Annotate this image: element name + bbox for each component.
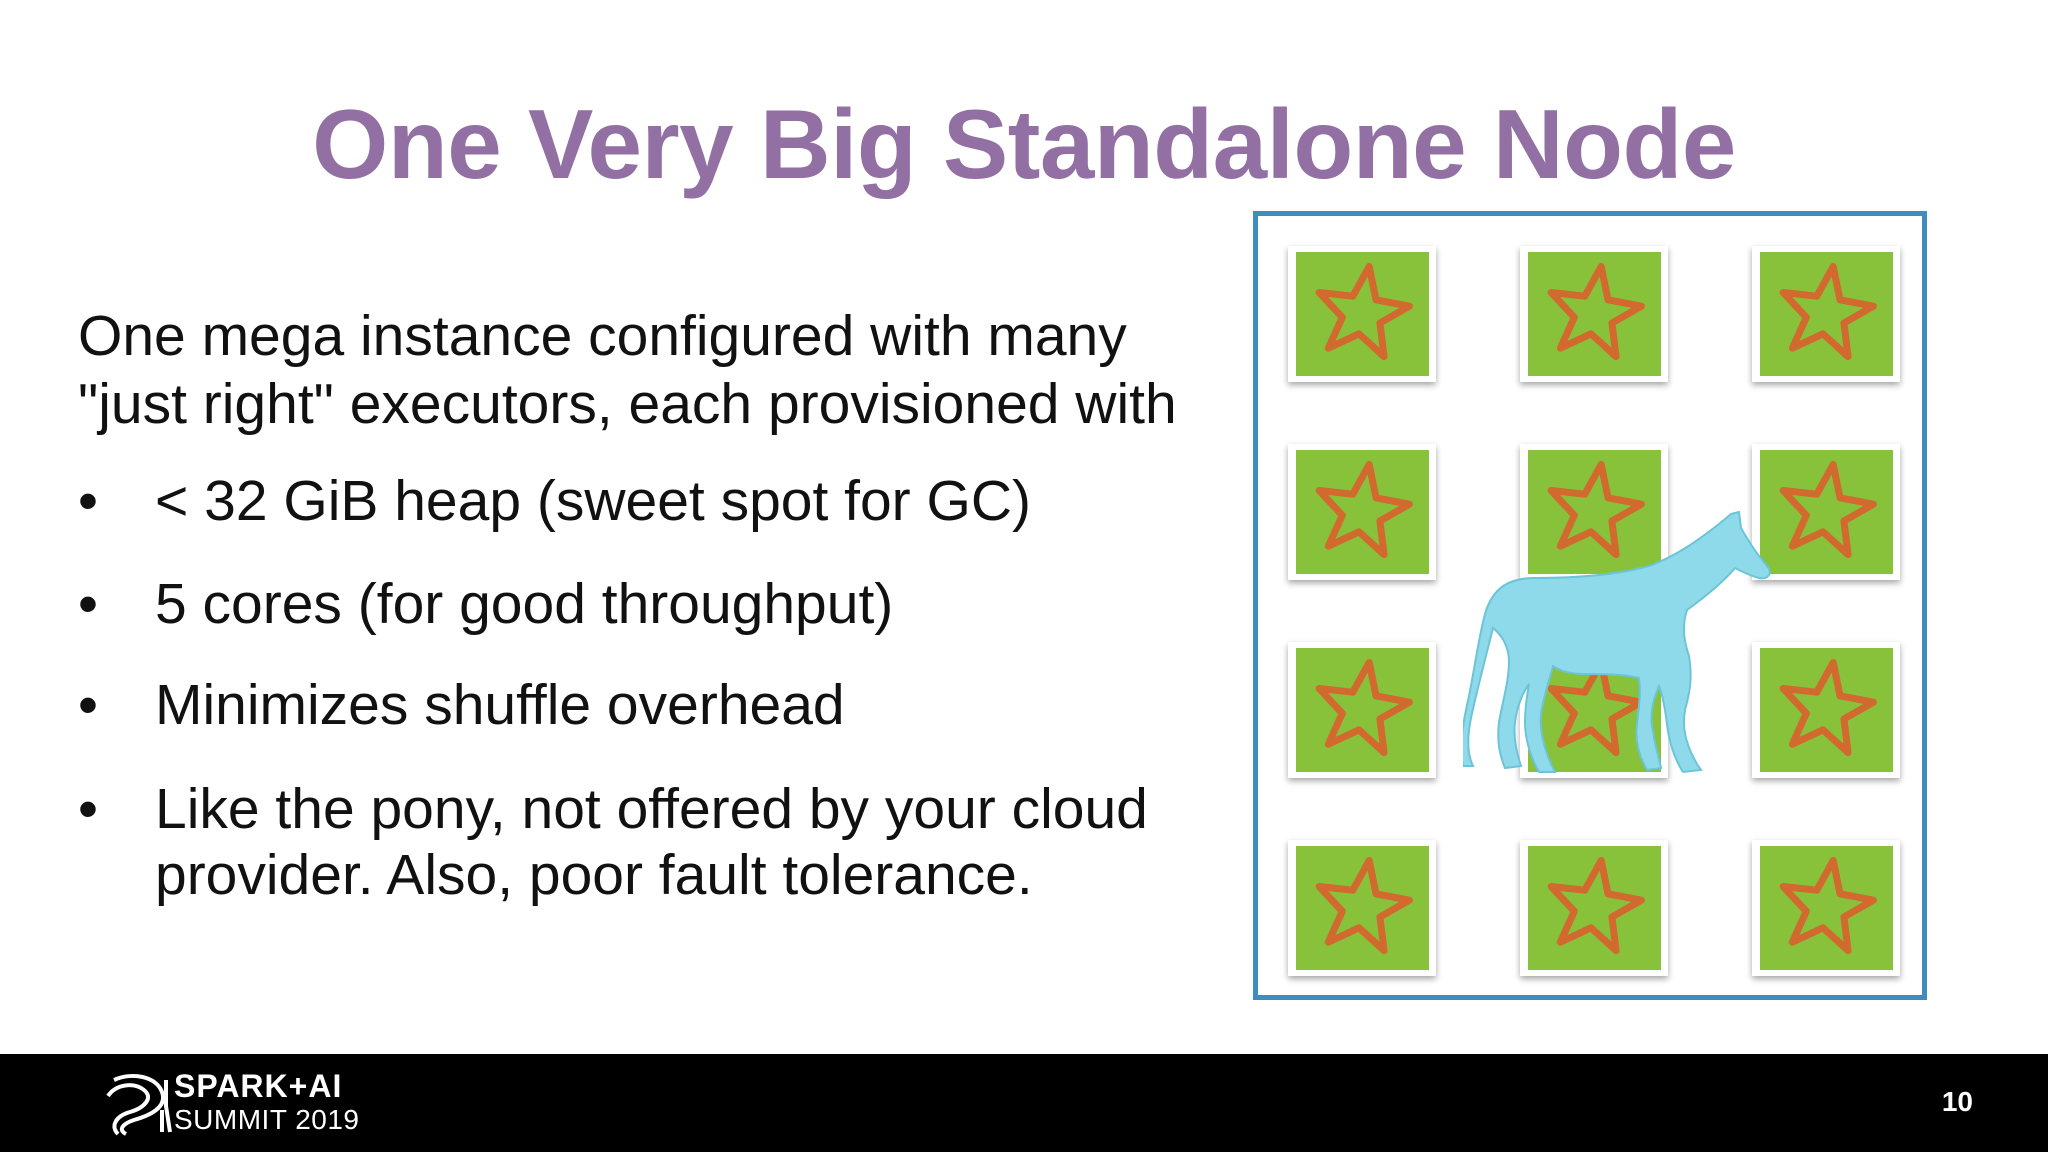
star-icon <box>1779 263 1877 361</box>
bullet-text: Minimizes shuffle overhead <box>155 673 845 737</box>
bullet-text: < 32 GiB heap (sweet spot for GC) <box>155 469 1031 533</box>
bullet-text: Like the pony, not offered by your cloud… <box>155 777 1148 907</box>
star-icon <box>1315 857 1413 955</box>
logo-line-1: SPARK+AI <box>174 1068 343 1104</box>
bullet-marker: • <box>78 572 98 636</box>
star-icon <box>1547 263 1645 361</box>
executor-tile <box>1752 642 1900 778</box>
star-icon <box>1547 461 1645 559</box>
star-icon <box>1547 857 1645 955</box>
bullet-item: • 5 cores (for good throughput) <box>78 571 1208 637</box>
star-icon <box>1547 659 1645 757</box>
intro-line-1: One mega instance configured with many <box>78 304 1127 368</box>
star-icon <box>1779 659 1877 757</box>
slide-title: One Very Big Standalone Node <box>312 89 1736 199</box>
bullet-item: • < 32 GiB heap (sweet spot for GC) <box>78 468 1208 534</box>
footer-bar <box>0 1054 2048 1152</box>
spark-ai-logo <box>106 1074 172 1136</box>
logo-line-2: SUMMIT 2019 <box>174 1104 360 1135</box>
star-icon <box>1315 263 1413 361</box>
executor-tile <box>1288 642 1436 778</box>
bullet-item: • Like the pony, not offered by your clou… <box>78 776 1208 908</box>
executor-tile <box>1288 246 1436 382</box>
bullet-marker: • <box>78 469 98 533</box>
executor-tile <box>1288 444 1436 580</box>
executor-tile <box>1752 246 1900 382</box>
bullet-marker: • <box>78 777 98 841</box>
executor-tile <box>1288 840 1436 976</box>
bullet-item: • Minimizes shuffle overhead <box>78 672 1208 738</box>
page-number: 10 <box>1941 1086 1973 1117</box>
bullet-text: 5 cores (for good throughput) <box>155 572 894 636</box>
executor-tile <box>1752 840 1900 976</box>
bullet-list: • < 32 GiB heap (sweet spot for GC) • 5 co… <box>78 468 1208 908</box>
node-diagram <box>1253 211 1927 1000</box>
intro-text: One mega instance configured with many "… <box>78 302 1228 438</box>
intro-line-2: "just right" executors, each provisioned… <box>78 372 1177 436</box>
pony-icon <box>1463 510 1771 774</box>
star-icon <box>1779 857 1877 955</box>
executor-tile <box>1752 444 1900 580</box>
bullet-marker: • <box>78 673 98 737</box>
executor-tile <box>1520 444 1668 580</box>
star-icon <box>1779 461 1877 559</box>
star-icon <box>1315 659 1413 757</box>
executor-tile <box>1520 840 1668 976</box>
star-icon <box>1315 461 1413 559</box>
executor-tile <box>1520 246 1668 382</box>
